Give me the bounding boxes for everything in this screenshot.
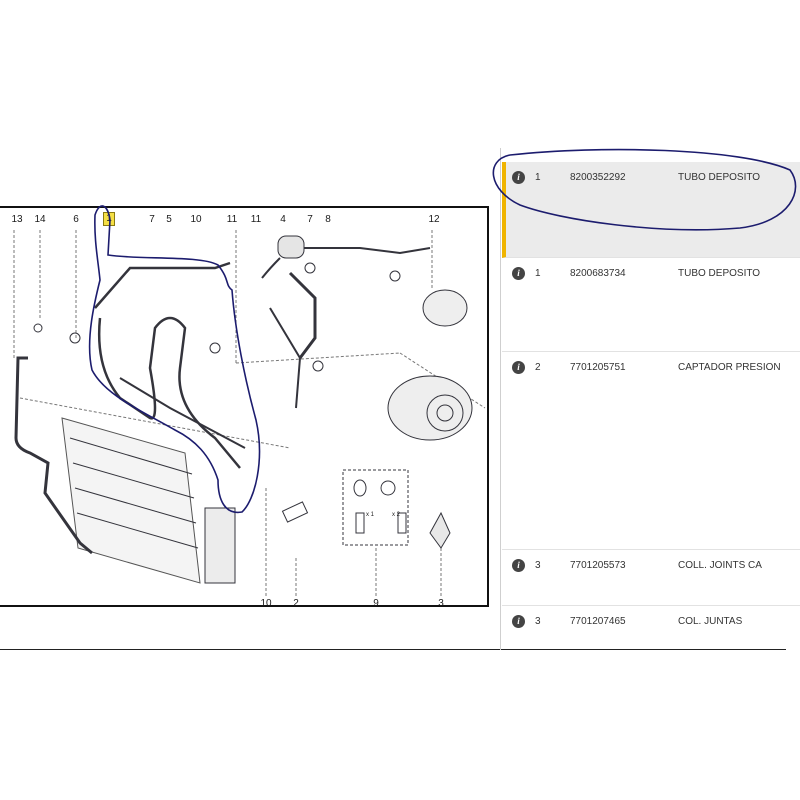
table-row[interactable]: i 3 7701205573 COLL. JOINTS CA (502, 550, 800, 606)
info-icon[interactable]: i (512, 267, 525, 280)
part-reference: 7701207465 (570, 616, 626, 627)
part-qty: 3 (535, 616, 541, 627)
part-reference: 8200683734 (570, 268, 626, 279)
callout-9[interactable]: 9 (373, 598, 379, 609)
callout-13[interactable]: 13 (11, 214, 23, 225)
info-icon[interactable]: i (512, 615, 525, 628)
callout-10[interactable]: 10 (260, 598, 272, 609)
callout-1-highlighted[interactable]: 1 (103, 212, 115, 226)
part-description: TUBO DEPOSITO (678, 268, 761, 279)
condenser-shape (61, 417, 201, 584)
info-icon[interactable]: i (512, 559, 525, 572)
table-row[interactable]: i 2 7701205751 CAPTADOR PRESION (502, 352, 800, 550)
part-qty: 3 (535, 560, 541, 571)
callout-7[interactable]: 7 (307, 214, 313, 225)
part-description: TUBO DEPOSITO (678, 172, 761, 183)
info-icon[interactable]: i (512, 361, 525, 374)
callout-5[interactable]: 5 (166, 214, 172, 225)
callout-4[interactable]: 4 (280, 214, 286, 225)
part-qty: 1 (535, 172, 541, 183)
part-qty: 1 (535, 268, 541, 279)
part-reference: 7701205573 (570, 560, 626, 571)
part-reference: 8200352292 (570, 172, 626, 183)
table-row[interactable]: i 3 7701207465 COL. JUNTAS (502, 606, 800, 649)
part-qty: 2 (535, 362, 541, 373)
info-icon[interactable]: i (512, 171, 525, 184)
kit-label-1: x 1 (366, 512, 375, 518)
callout-10[interactable]: 10 (190, 214, 202, 225)
divider (0, 649, 786, 650)
panel-divider (500, 148, 501, 650)
part-description: COL. JUNTAS (678, 616, 743, 627)
part-description: CAPTADOR PRESION (678, 362, 781, 373)
callout-14[interactable]: 14 (34, 214, 46, 225)
callout-7[interactable]: 7 (149, 214, 155, 225)
callout-12[interactable]: 12 (428, 214, 440, 225)
parts-diagram[interactable]: x 1 x 2 13 14 6 1 7 5 10 11 11 4 7 8 12 … (0, 206, 489, 609)
callout-6[interactable]: 6 (73, 214, 79, 225)
part-reference: 7701205751 (570, 362, 626, 373)
table-row[interactable]: i 1 8200683734 TUBO DEPOSITO (502, 258, 800, 352)
part-description: COLL. JOINTS CA (678, 560, 762, 571)
callout-8[interactable]: 8 (325, 214, 331, 225)
callout-11[interactable]: 11 (250, 214, 262, 225)
table-row[interactable]: i 1 8200352292 TUBO DEPOSITO (502, 162, 800, 258)
callout-2[interactable]: 2 (293, 598, 299, 609)
kit-label-2: x 2 (392, 512, 401, 518)
callout-11[interactable]: 11 (226, 214, 238, 225)
callout-3[interactable]: 3 (438, 598, 444, 609)
ac-circuit-exploded-view: x 1 x 2 (13, 230, 486, 598)
